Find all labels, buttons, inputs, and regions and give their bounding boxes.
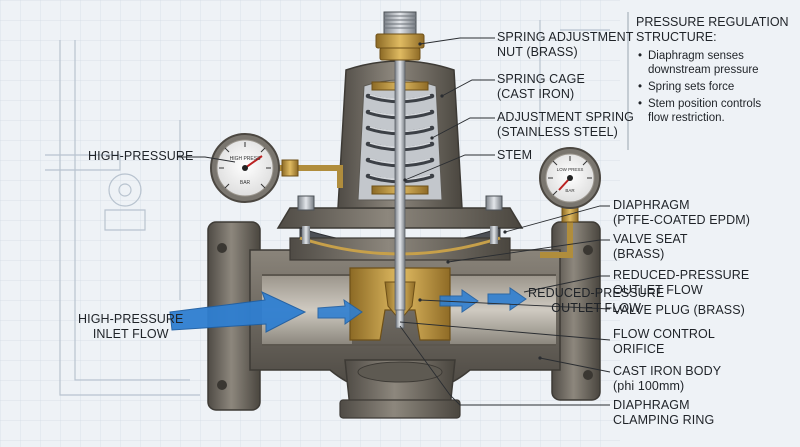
panel-title-line-1: PRESSURE REGULATION — [636, 15, 789, 29]
label-spring-cage: SPRING CAGE(CAST IRON) — [497, 72, 585, 101]
label-high-pressure-gauge: HIGH-PRESSURE — [88, 149, 194, 163]
label-stem: STEM — [497, 148, 533, 162]
label-valve-seat: VALVE SEAT(BRASS) — [613, 232, 688, 261]
info-panel: PRESSURE REGULATION STRUCTURE: Diaphragm… — [636, 15, 796, 128]
right-gauge-label: LOW PRESS — [557, 167, 584, 172]
label-cast-iron-body: CAST IRON BODY(phi 100mm) — [613, 364, 722, 393]
right-gauge-unit: BAR — [565, 188, 575, 193]
inlet-flow-arrow — [169, 291, 307, 333]
label-valve-plug: VALVE PLUG (BRASS) — [613, 303, 745, 317]
panel-bullet-spring: Spring sets force — [638, 80, 796, 94]
label-adjustment-spring: ADJUSTMENT SPRING(STAINLESS STEEL) — [497, 110, 634, 139]
left-gauge-unit: BAR — [240, 180, 251, 186]
left-gauge-label: HIGH PRESS — [230, 156, 262, 162]
inner-flow-arrow — [317, 298, 363, 325]
panel-title-line-2: STRUCTURE: — [636, 30, 717, 44]
outlet-flow-arrow-1 — [439, 289, 479, 313]
label-diaphragm: DIAPHRAGM(PTFE-COATED EPDM) — [613, 198, 750, 227]
